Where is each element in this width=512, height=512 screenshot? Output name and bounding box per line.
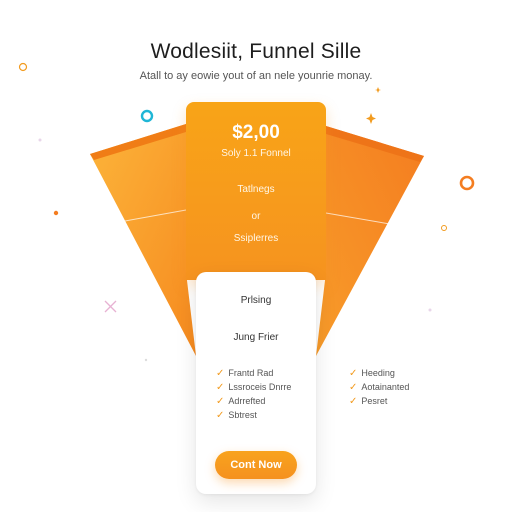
funnel-divider — [124, 209, 187, 222]
card-label-secondary: Jung Frier — [233, 332, 279, 343]
funnel-divider — [325, 212, 391, 225]
feature-label: Sbtrest — [228, 410, 257, 420]
feature-item: ✓Heeding — [349, 368, 395, 379]
funnel-label-1: Tatlnegs — [237, 184, 275, 195]
funnel-center-panel — [186, 102, 326, 280]
cta-button[interactable]: Cont Now — [215, 451, 297, 479]
check-icon: ✓ — [216, 368, 225, 379]
plan-text: Soly 1.1 Fonnel — [221, 148, 291, 159]
feature-label: Frantd Rad — [228, 368, 274, 378]
funnel-right-wing — [316, 126, 424, 356]
feature-label: Adrrefted — [228, 396, 266, 406]
page-title: Wodlesiit, Funnel Sille — [150, 40, 362, 63]
feature-label: Pesret — [361, 396, 388, 406]
feature-label: Heeding — [361, 368, 395, 378]
feature-item: ✓Frantd Rad — [216, 368, 273, 379]
funnel-left-wing — [90, 124, 196, 356]
feature-label: Aotainanted — [361, 382, 410, 392]
funnel-label-3: Ssiplerres — [233, 233, 279, 244]
feature-item: ✓Aotainanted — [349, 382, 409, 393]
feature-item: ✓Adrrefted — [216, 396, 265, 407]
funnel-left-wing-top — [90, 124, 186, 160]
feature-item: ✓Sbtrest — [216, 410, 257, 421]
funnel-right-wing-top — [326, 126, 424, 162]
check-icon: ✓ — [216, 396, 225, 407]
feature-item: ✓Lssroceis Dnrre — [216, 382, 291, 393]
check-icon: ✓ — [349, 382, 358, 393]
check-icon: ✓ — [216, 382, 225, 393]
page-subtitle: Atall to ay eowie yout of an nele younri… — [139, 70, 373, 82]
check-icon: ✓ — [216, 410, 225, 421]
check-icon: ✓ — [349, 396, 358, 407]
feature-label: Lssroceis Dnrre — [228, 382, 292, 392]
price-text: $2,00 — [232, 122, 280, 143]
card-label-primary: Prlsing — [240, 295, 272, 306]
check-icon: ✓ — [349, 368, 358, 379]
feature-item: ✓Pesret — [349, 396, 387, 407]
funnel-label-2: or — [251, 211, 261, 222]
